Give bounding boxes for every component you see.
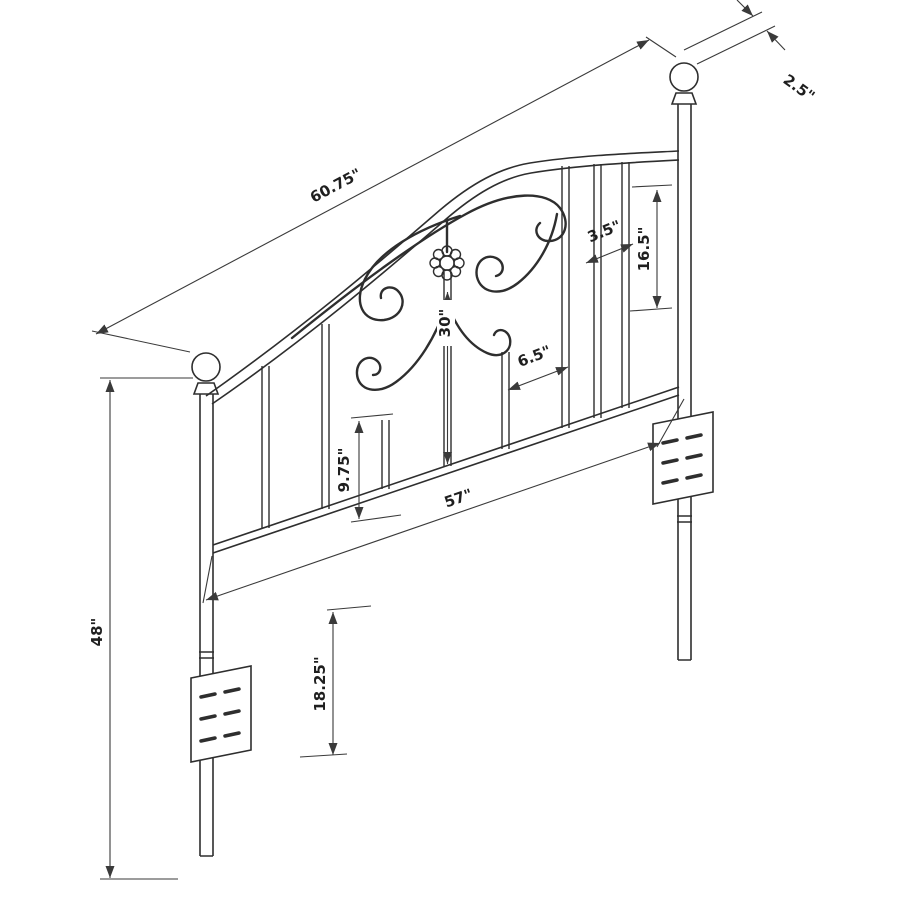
dim-label-inner-width: 57" [442,485,475,511]
dim-center-height: 30" [436,292,455,464]
left-post [191,352,221,857]
dim-label-upper-section-height: 16.5" [635,227,653,272]
dim-label-post-diameter: 2.5" [780,71,818,106]
lower-rail [212,386,680,554]
right-post [669,62,699,661]
dim-post-diameter: 2.5" [683,0,818,106]
dim-label-lower-section-height: 18.25" [311,656,329,711]
dim-lower-section-height: 18.25" [299,605,372,758]
right-mounting-bracket [652,411,714,505]
dim-label-spindle-gap: 6.5" [515,342,554,371]
dim-label-top-spindle-gap: 3.5" [585,217,624,247]
dim-spindle-gap: 6.5" [507,342,569,391]
dim-upper-section-height: 16.5" [629,184,673,312]
left-ball-finial [191,352,221,382]
dim-top-spindle-gap: 3.5" [585,217,634,264]
dim-overall-width: 60.75" [91,36,677,353]
dim-label-overall-height: 48" [88,618,106,647]
dim-label-center-height: 30" [436,309,454,338]
dim-mid-spindle-height: 9.75" [335,413,402,523]
dim-overall-height: 48" [88,377,193,880]
right-ball-finial [669,62,699,92]
left-mounting-bracket [190,665,252,763]
dim-label-overall-width: 60.75" [307,165,364,207]
dim-label-mid-spindle-height: 9.75" [335,448,353,493]
